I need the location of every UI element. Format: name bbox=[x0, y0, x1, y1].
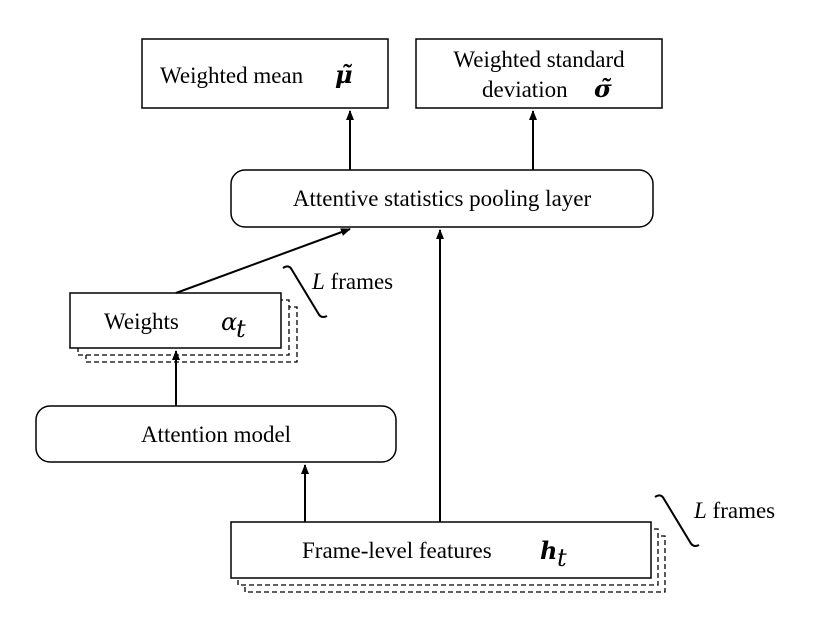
weighted-std-symbol: σ̃ bbox=[594, 74, 612, 103]
weights-node: Weights α t bbox=[69, 292, 298, 363]
attention-model-node: Attention model bbox=[35, 405, 397, 463]
features-frames-label: L frames bbox=[693, 498, 775, 523]
features-frames-var: L bbox=[693, 498, 707, 523]
weighted-mean-label: Weighted mean bbox=[160, 63, 304, 88]
weights-frames-annotation: L frames bbox=[282, 265, 393, 318]
weights-stack-front bbox=[69, 292, 282, 349]
weighted-std-node: Weighted standard deviation σ̃ bbox=[415, 38, 663, 109]
weighted-mean-node: Weighted mean μ̃ bbox=[141, 38, 389, 109]
weights-frames-text: frames bbox=[325, 269, 393, 294]
weights-frames-bracket bbox=[282, 265, 328, 318]
weights-frames-var: L bbox=[311, 269, 325, 294]
arrow-weights-to-pooling bbox=[175, 228, 351, 294]
features-symbol: h bbox=[540, 536, 557, 565]
features-subscript: t bbox=[557, 544, 567, 572]
features-frames-annotation: L frames bbox=[654, 494, 775, 547]
weights-subscript: t bbox=[236, 315, 246, 343]
weighted-mean-symbol: μ̃ bbox=[335, 60, 353, 89]
weights-label: Weights bbox=[104, 309, 179, 334]
weighted-std-label-line1: Weighted standard bbox=[453, 47, 625, 72]
weighted-std-label-line2: deviation bbox=[482, 77, 568, 102]
pooling-layer-label: Attentive statistics pooling layer bbox=[293, 186, 592, 211]
features-frames-text: frames bbox=[707, 498, 775, 523]
features-frames-bracket bbox=[654, 494, 700, 547]
pooling-layer-node: Attentive statistics pooling layer bbox=[230, 169, 654, 228]
weights-frames-label: L frames bbox=[311, 269, 393, 294]
weights-symbol: α bbox=[221, 308, 237, 336]
attention-model-label: Attention model bbox=[141, 422, 291, 447]
features-node: Frame-level features h t bbox=[230, 521, 666, 593]
features-label: Frame-level features bbox=[302, 538, 492, 563]
